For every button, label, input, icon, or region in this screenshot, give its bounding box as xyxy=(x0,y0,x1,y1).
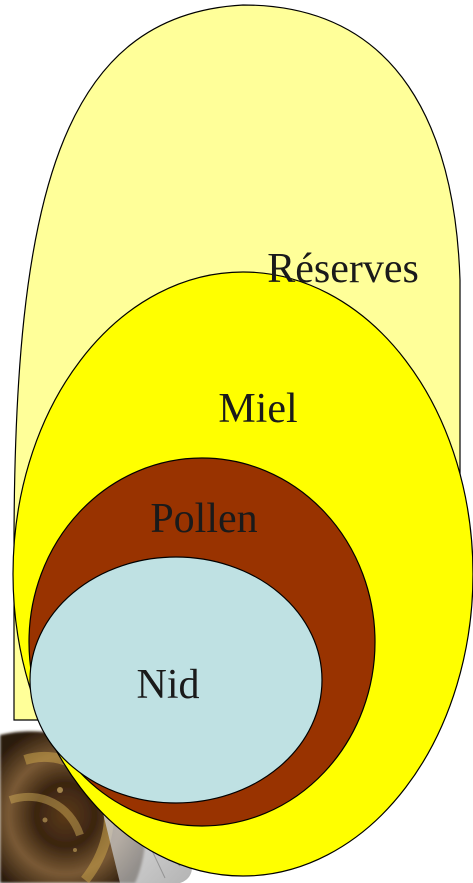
reserves-label: Réserves xyxy=(267,246,419,292)
nid-label: Nid xyxy=(137,662,200,708)
pollen-label: Pollen xyxy=(150,496,257,542)
miel-label: Miel xyxy=(218,386,297,432)
